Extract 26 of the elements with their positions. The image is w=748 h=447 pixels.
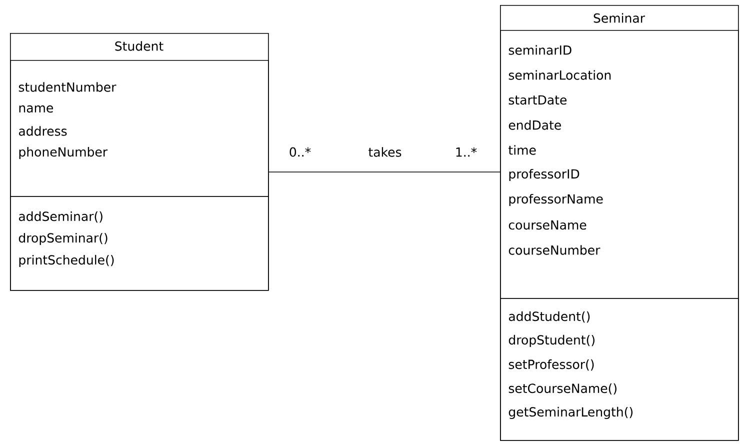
method-name: setCourseName() [508,383,616,395]
method-name: dropStudent() [508,334,594,348]
class-name: Seminar [594,13,645,23]
attribute-name: professorID [509,168,580,182]
class-name: Student [115,41,164,51]
multiplicity: 1..* [456,147,477,157]
method-name: addSeminar() [18,211,102,223]
attribute-name: address [18,126,67,136]
attribute-name: courseName [508,220,586,230]
method-name: addStudent() [508,311,590,323]
attribute-name: endDate [508,120,561,130]
method-name: setProfessor() [508,359,594,371]
multiplicity: 0..* [290,147,311,157]
attribute-name: time [508,145,536,155]
attribute-name: studentNumber [18,82,116,92]
attribute-name: seminarLocation [508,70,611,80]
method-name: dropSeminar() [18,232,108,246]
attribute-name: professorName [509,194,603,206]
method-name: getSeminarLength() [508,406,633,420]
edge-label: takes [368,147,402,157]
attribute-name: seminarID [508,45,572,55]
attribute-name: startDate [508,95,567,105]
attribute-name: name [19,105,53,113]
attribute-name: phoneNumber [19,146,108,160]
attribute-name: courseNumber [508,245,600,255]
method-name: printSchedule() [19,254,114,268]
